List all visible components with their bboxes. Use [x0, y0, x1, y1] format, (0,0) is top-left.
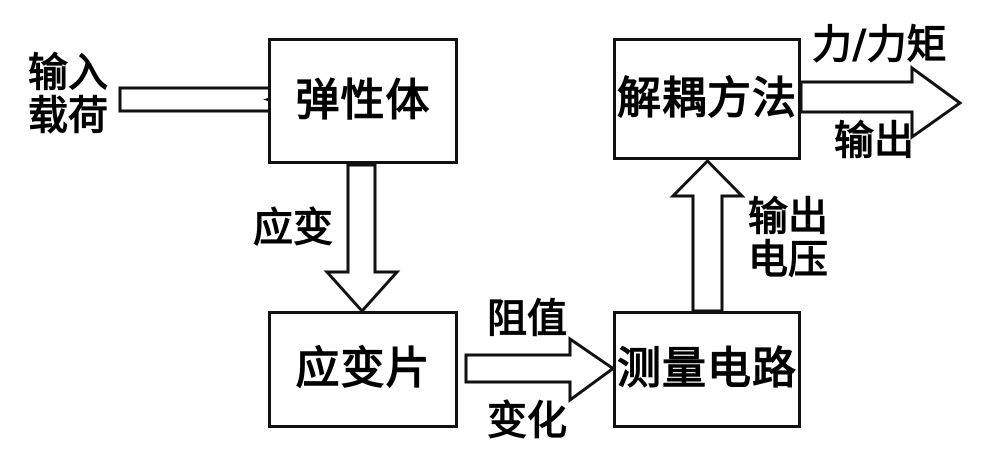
edge-label-input-load-line1: 输入	[28, 50, 108, 96]
edge-label-input-load: 输入 载荷	[28, 50, 108, 140]
edge-label-force-torque: 力/力矩	[812, 22, 947, 68]
arrow-resistance-change	[464, 336, 616, 403]
node-elastic-body[interactable]: 弹性体	[268, 38, 458, 164]
edge-label-resistance-bottom: 变化	[487, 398, 567, 444]
edge-label-output-voltage-line1: 输出	[748, 194, 828, 240]
arrow-strain	[323, 163, 401, 314]
node-elastic-body-label: 弹性体	[295, 74, 431, 126]
edge-label-input-load-line2: 载荷	[28, 93, 108, 140]
node-strain-gauge-label: 应变片	[295, 343, 431, 395]
node-measurement-circuit[interactable]: 测量电路	[613, 311, 801, 428]
edge-label-output-voltage: 输出 电压	[748, 194, 828, 284]
edge-label-output: 输出	[834, 118, 914, 164]
node-decoupling-method-label: 解耦方法	[617, 72, 797, 124]
node-measurement-circuit-label: 测量电路	[617, 343, 797, 395]
node-strain-gauge[interactable]: 应变片	[268, 311, 458, 428]
arrow-force-torque-output	[799, 65, 963, 140]
edge-label-strain: 应变	[253, 205, 333, 251]
node-decoupling-method[interactable]: 解耦方法	[613, 38, 801, 160]
edge-label-resistance-top: 阻值	[487, 296, 567, 342]
arrow-output-voltage	[669, 158, 746, 313]
edge-label-output-voltage-line2: 电压	[748, 237, 828, 284]
